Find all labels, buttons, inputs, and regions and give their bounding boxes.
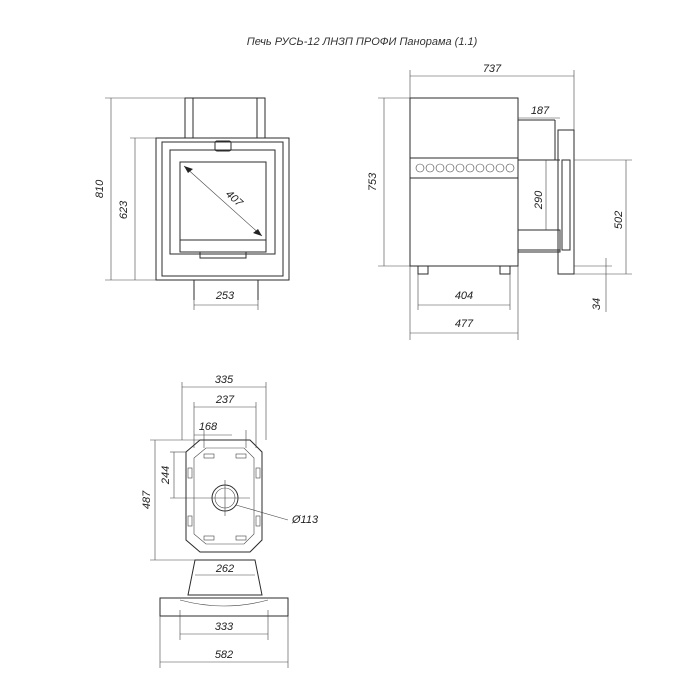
side-leg-label: 34 bbox=[591, 298, 603, 310]
side-offset-top-label: 187 bbox=[531, 105, 550, 117]
top-width-hole-label: 168 bbox=[199, 421, 218, 433]
side-width-total-label: 737 bbox=[483, 63, 502, 75]
top-diameter-label: Ø113 bbox=[291, 514, 319, 526]
top-height-total-label: 487 bbox=[141, 490, 153, 509]
top-width-outer-label: 335 bbox=[215, 374, 234, 386]
front-height-total-label: 810 bbox=[94, 179, 106, 198]
side-view: 737 187 753 290 502 34 404 477 bbox=[367, 63, 632, 340]
top-height-half-label: 244 bbox=[160, 466, 172, 485]
side-depth-label: 477 bbox=[455, 318, 474, 330]
top-width-bottom-label: 262 bbox=[215, 563, 234, 575]
drawing-title: Печь РУСЬ-12 ЛНЗП ПРОФИ Панорама (1.1) bbox=[247, 36, 478, 48]
side-base-width-label: 404 bbox=[455, 290, 473, 302]
side-height-mid-label: 290 bbox=[533, 190, 545, 210]
front-bottom-width-label: 253 bbox=[215, 290, 235, 302]
front-glass-diagonal-label: 407 bbox=[223, 188, 245, 210]
top-width-inner-label: 237 bbox=[215, 394, 235, 406]
front-view: 407 810 623 253 bbox=[94, 97, 290, 310]
top-base-inner-label: 333 bbox=[215, 621, 234, 633]
side-height-right-label: 502 bbox=[613, 211, 625, 229]
top-view: Ø113 335 237 168 487 244 262 bbox=[141, 374, 319, 668]
side-height-label: 753 bbox=[367, 172, 379, 191]
top-base-outer-label: 582 bbox=[215, 649, 233, 661]
front-height-door-label: 623 bbox=[118, 200, 130, 219]
side-stone-row bbox=[415, 163, 515, 173]
